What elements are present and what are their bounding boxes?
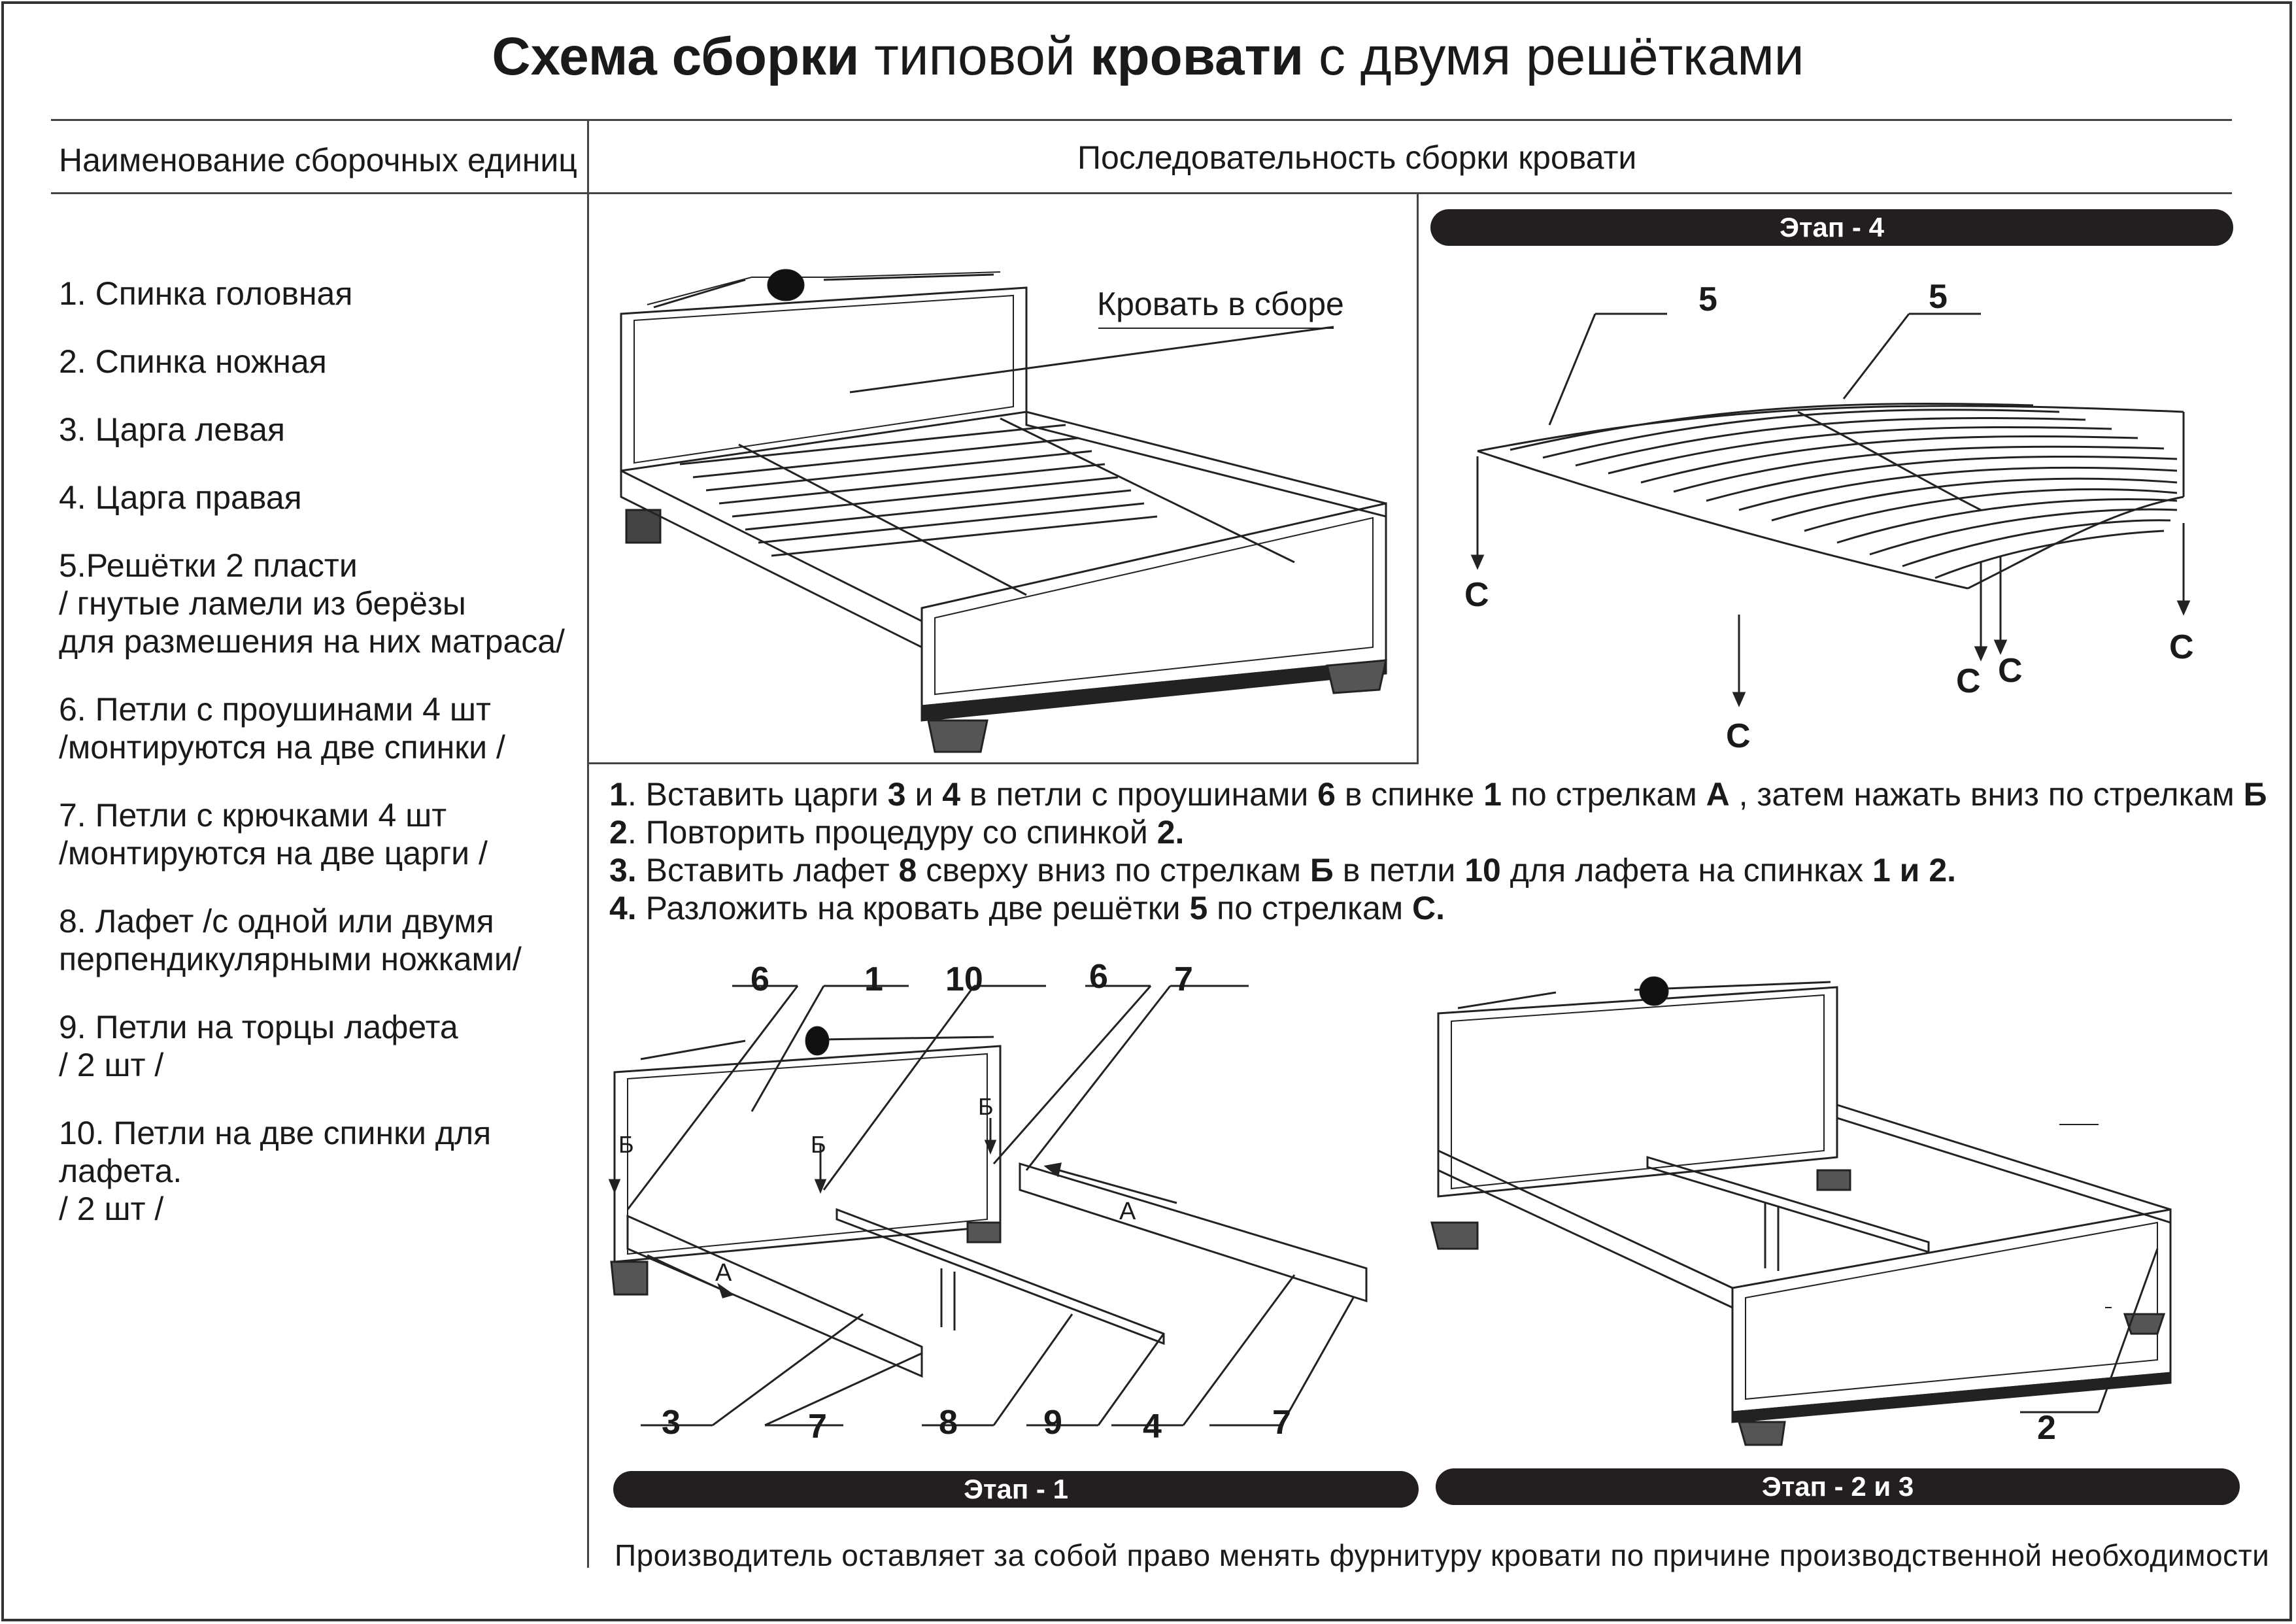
page-title: Схема сборки типовой кровати с двумя реш… bbox=[492, 27, 1804, 86]
stage-1-arrow-a2: А bbox=[1119, 1198, 1136, 1225]
stage-1-label-4: 4 bbox=[1143, 1408, 1162, 1446]
stage-2-3-label: Этап - 2 и 3 bbox=[1761, 1471, 1914, 1502]
component-item: 4. Царга правая bbox=[59, 479, 302, 516]
stage-1-arrow-a1: А bbox=[715, 1259, 732, 1287]
stage-2-3-label-2: 2 bbox=[2037, 1409, 2056, 1447]
instruction-row: 2. Повторить процедуру со спинкой 2. bbox=[609, 814, 1185, 851]
stage-2-3-bar: Этап - 2 и 3 bbox=[1436, 1468, 2240, 1505]
stage-4-c-5: С bbox=[2169, 628, 2194, 666]
stage-4-bar: Этап - 4 bbox=[1430, 209, 2233, 246]
component-item: 2. Спинка ножная bbox=[59, 343, 327, 380]
assembly-instructions: 1. Вставить царги 3 и 4 в петли с проуши… bbox=[609, 775, 2283, 927]
component-item: 7. Петли с крючками 4 шт /монтируются на… bbox=[59, 797, 488, 871]
stage-1-label-7b: 7 bbox=[808, 1408, 827, 1446]
stage-1-arrow-b1: Б bbox=[618, 1131, 634, 1158]
stage-4-c-2: С bbox=[1726, 717, 1751, 755]
stage-4-c-1: С bbox=[1464, 576, 1489, 614]
stage-1-arrow-b2: Б bbox=[811, 1131, 826, 1158]
component-item: 10. Петли на две спинки для лафета. / 2 … bbox=[59, 1115, 492, 1227]
header-components: Наименование сборочных единиц bbox=[59, 142, 577, 178]
header-rule bbox=[51, 192, 2232, 194]
stage-4-num-5b: 5 bbox=[1929, 278, 1948, 316]
assembled-label: Кровать в сборе bbox=[1097, 286, 1344, 322]
component-item: 1. Спинка головная bbox=[59, 275, 353, 312]
instruction-row: 4. Разложить на кровать две решётки 5 по… bbox=[609, 890, 1445, 926]
stage-2-3-drawing bbox=[1430, 976, 2172, 1446]
component-item: 3. Царга левая bbox=[59, 411, 285, 448]
stage-1-arrow-b3: Б bbox=[978, 1093, 994, 1120]
stage-4-num-5a: 5 bbox=[1698, 280, 1717, 318]
component-item: 8. Лафет /с одной или двумя перпендикуля… bbox=[59, 903, 522, 977]
stage-4-slats-drawing bbox=[1470, 313, 2191, 707]
component-item: 5.Решётки 2 пласти / гнутые ламели из бе… bbox=[59, 547, 565, 660]
title-rule bbox=[51, 119, 2232, 121]
panel-divider bbox=[1417, 194, 1419, 764]
stage-1-label-10: 10 bbox=[945, 960, 983, 998]
instruction-row: 1. Вставить царги 3 и 4 в петли с проуши… bbox=[609, 776, 2267, 813]
component-item: 6. Петли с проушинами 4 шт /монтируются … bbox=[59, 691, 505, 766]
instruction-row: 3. Вставить лафет 8 сверху вниз по стрел… bbox=[609, 852, 1957, 888]
panel-rule bbox=[588, 762, 1419, 764]
stage-1-label-6a: 6 bbox=[751, 960, 769, 998]
stage-1-label-1: 1 bbox=[864, 960, 883, 998]
stage-1-label-8: 8 bbox=[939, 1404, 958, 1442]
stage-4-label: Этап - 4 bbox=[1780, 212, 1884, 243]
component-item: 9. Петли на торцы лафета / 2 шт / bbox=[59, 1009, 458, 1083]
header-sequence: Последовательность сборки кровати bbox=[1077, 139, 1637, 176]
stage-1-label-3: 3 bbox=[662, 1404, 681, 1442]
manufacturer-note: Производитель оставляет за собой право м… bbox=[615, 1538, 2270, 1572]
component-list: 1. Спинка головная 2. Спинка ножная 3. Ц… bbox=[59, 275, 595, 1258]
stage-1-label: Этап - 1 bbox=[964, 1474, 1068, 1504]
assembled-bed-drawing bbox=[620, 269, 1387, 753]
stage-1-label-7c: 7 bbox=[1272, 1404, 1291, 1442]
column-divider bbox=[587, 119, 589, 1568]
stage-1-drawing bbox=[608, 985, 1368, 1427]
stage-1-label-7a: 7 bbox=[1174, 960, 1193, 998]
stage-1-label-9: 9 bbox=[1043, 1404, 1062, 1442]
stage-4-c-3: С bbox=[1956, 662, 1981, 700]
stage-4-c-4: С bbox=[1998, 652, 2023, 690]
stage-1-label-6b: 6 bbox=[1089, 958, 1108, 996]
stage-1-bar: Этап - 1 bbox=[613, 1471, 1419, 1508]
